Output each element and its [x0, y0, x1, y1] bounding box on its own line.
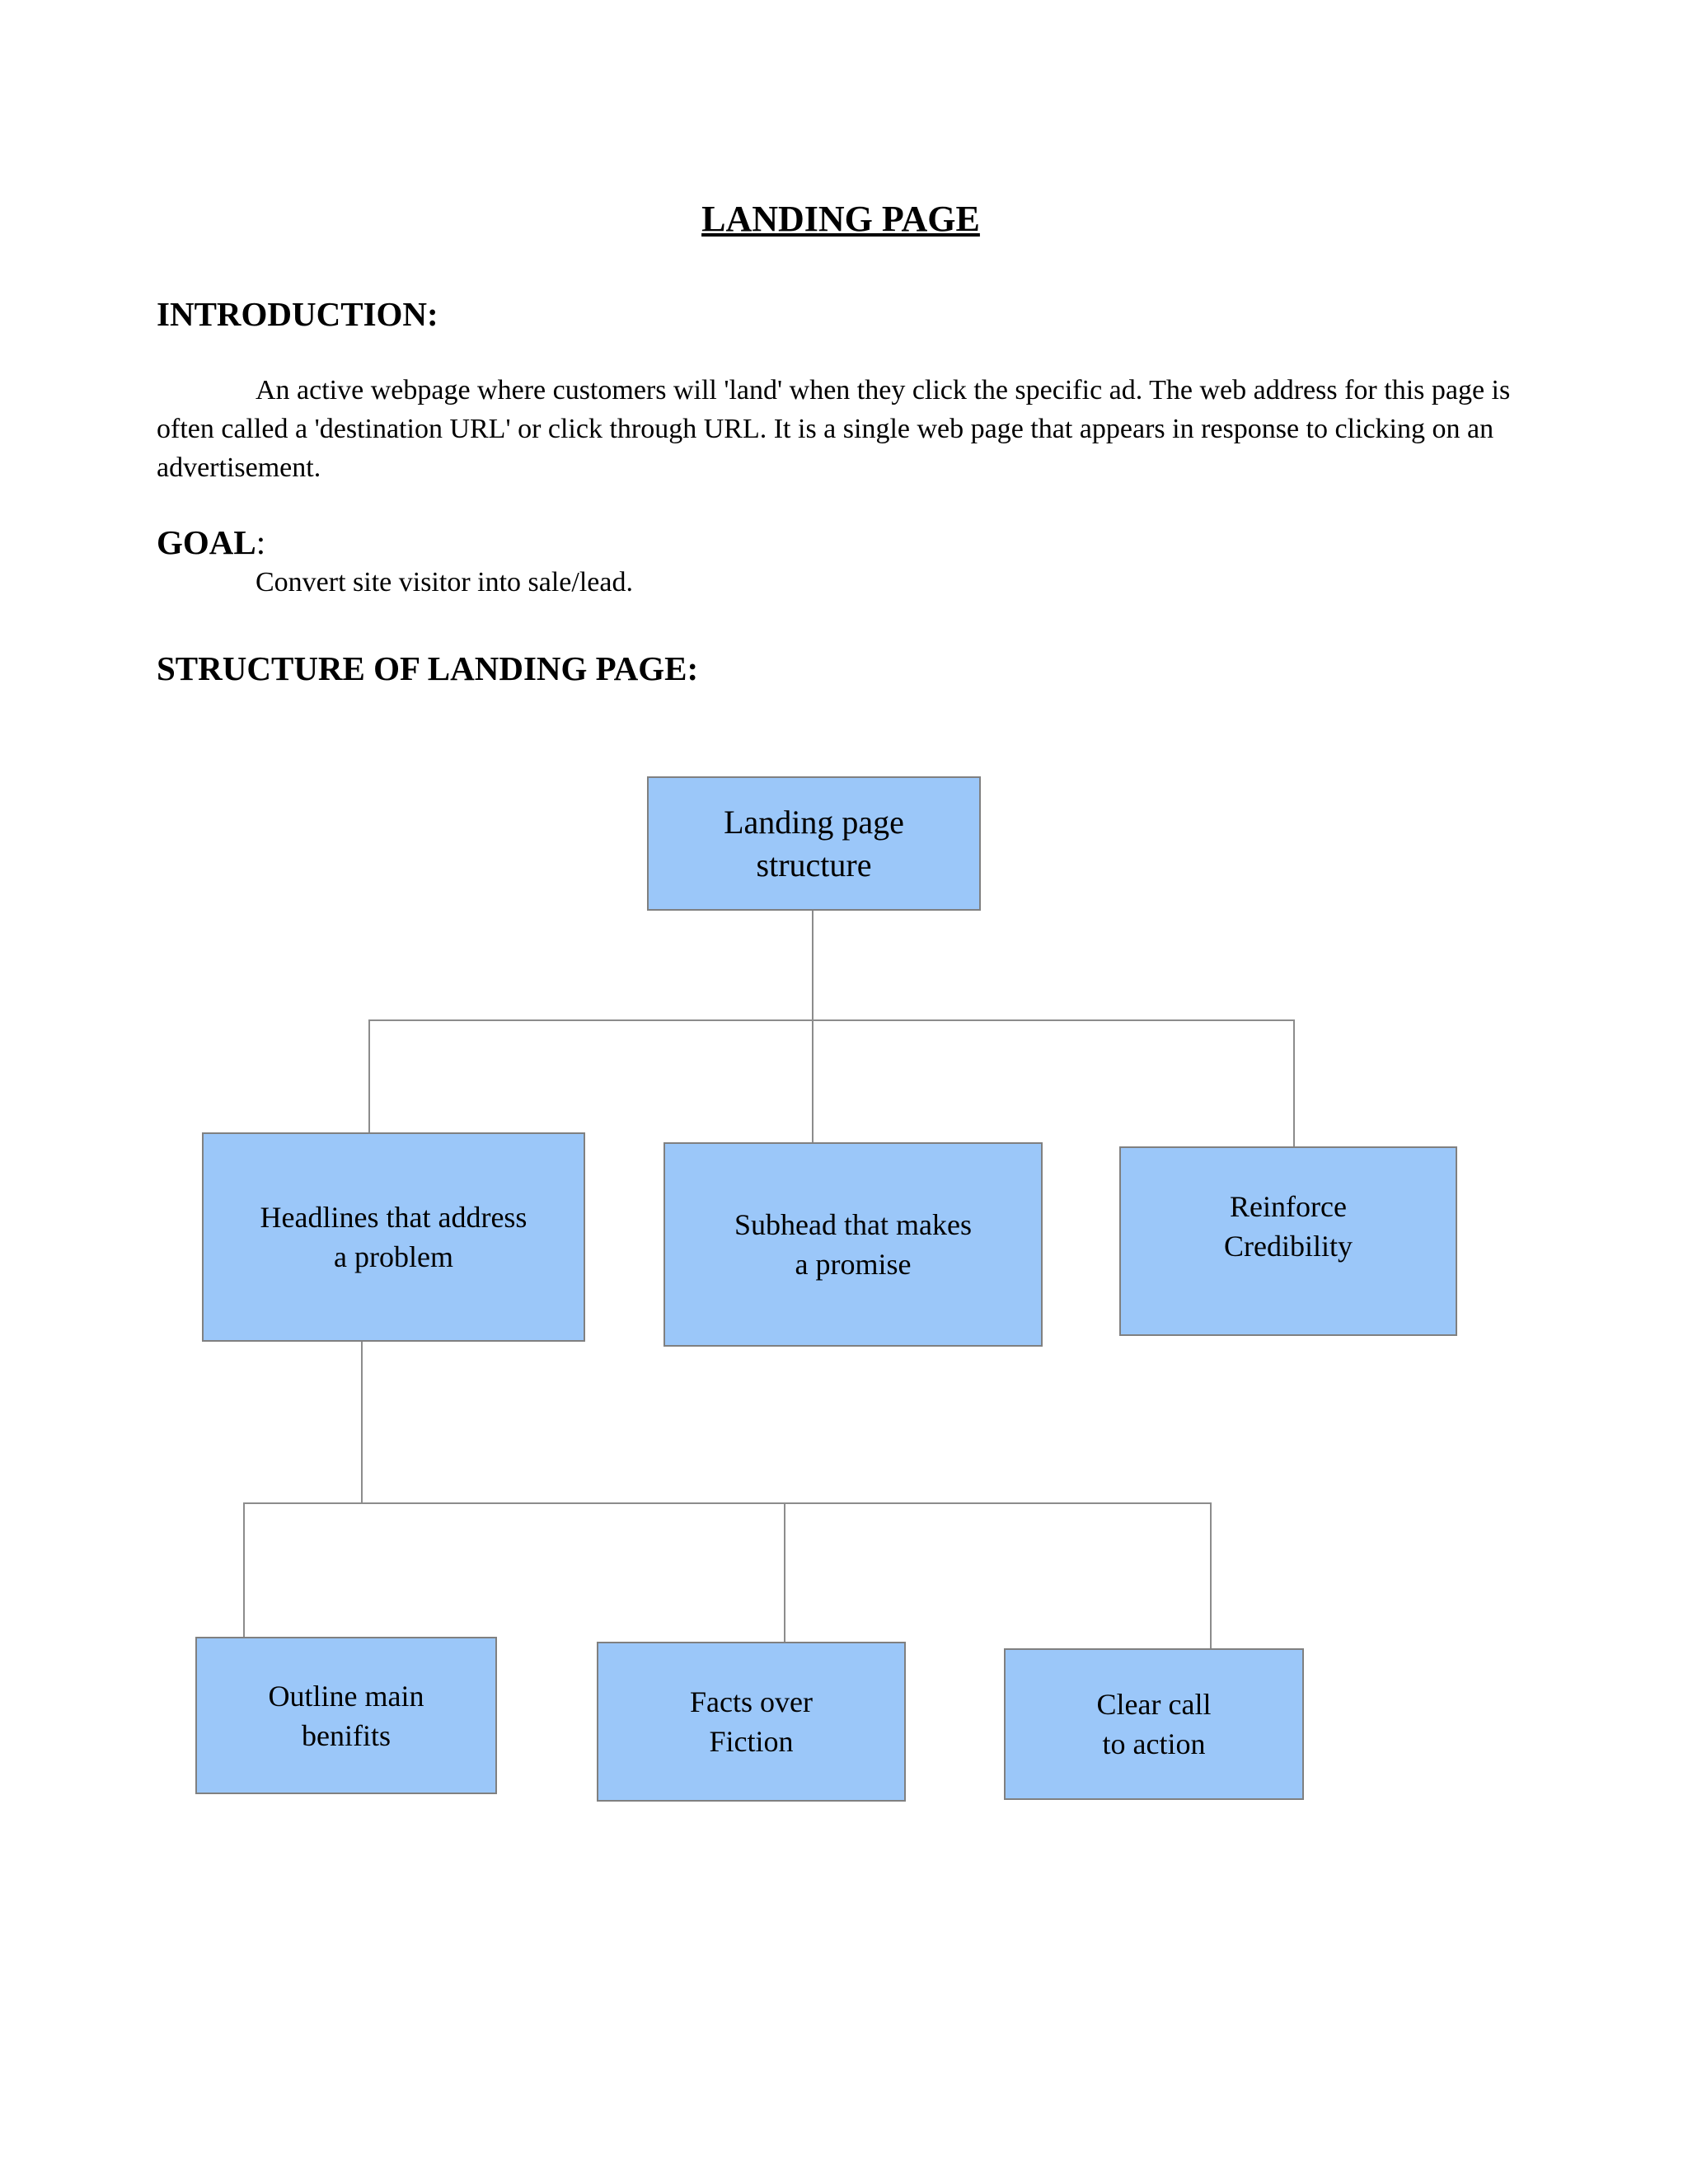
- connector-headlines-stem: [361, 1342, 363, 1504]
- connector-drop-benefits: [243, 1504, 245, 1637]
- connector-drop-facts: [784, 1504, 785, 1642]
- node-label-line: a problem: [334, 1240, 453, 1273]
- node-label-line: Landing page: [724, 803, 904, 841]
- structure-heading: STRUCTURE OF LANDING PAGE:: [157, 649, 699, 687]
- goal-heading-text: GOAL: [157, 523, 256, 561]
- node-label-line: benifits: [302, 1718, 391, 1752]
- document-body: LANDING PAGE INTRODUCTION: An active web…: [157, 0, 1525, 689]
- node-label-line: Clear call: [1096, 1688, 1212, 1721]
- node-label-line: Credibility: [1224, 1230, 1353, 1263]
- node-label-line: Headlines that address: [260, 1201, 528, 1234]
- connector-drop-cta: [1210, 1504, 1212, 1648]
- diagram-node-landing-page-structure: Landing page structure: [647, 776, 981, 911]
- node-label-line: Fiction: [709, 1725, 794, 1758]
- connector-level3-bar: [243, 1502, 1212, 1504]
- node-label-line: structure: [756, 846, 872, 883]
- connector-level2-bar: [368, 1019, 1295, 1021]
- goal-heading: GOAL:: [157, 522, 1525, 563]
- goal-heading-colon: :: [256, 523, 266, 561]
- diagram-node-facts-over-fiction: Facts over Fiction: [597, 1642, 906, 1802]
- connector-drop-credibility: [1293, 1021, 1295, 1146]
- diagram-node-clear-call-to-action: Clear call to action: [1004, 1648, 1304, 1800]
- node-label-line: a promise: [795, 1248, 912, 1281]
- connector-drop-subhead: [812, 1021, 814, 1142]
- diagram-node-subhead: Subhead that makes a promise: [663, 1142, 1043, 1347]
- connector-drop-headlines: [368, 1021, 370, 1133]
- goal-paragraph: Convert site visitor into sale/lead.: [256, 567, 633, 598]
- diagram-node-reinforce-credibility: Reinforce Credibility: [1119, 1146, 1457, 1336]
- diagram-node-outline-benefits: Outline main benifits: [195, 1637, 497, 1794]
- intro-heading: INTRODUCTION:: [157, 295, 438, 333]
- connector-root-stem: [812, 911, 814, 1020]
- node-label-line: Facts over: [690, 1685, 813, 1718]
- node-label-line: Outline main: [268, 1679, 424, 1713]
- diagram-node-headlines: Headlines that address a problem: [202, 1132, 585, 1342]
- node-label-line: to action: [1102, 1727, 1206, 1760]
- page-title: LANDING PAGE: [701, 199, 980, 239]
- intro-paragraph: An active webpage where customers will '…: [157, 375, 1511, 483]
- node-label-line: Subhead that makes: [734, 1208, 972, 1241]
- node-label-line: Reinforce: [1230, 1190, 1347, 1223]
